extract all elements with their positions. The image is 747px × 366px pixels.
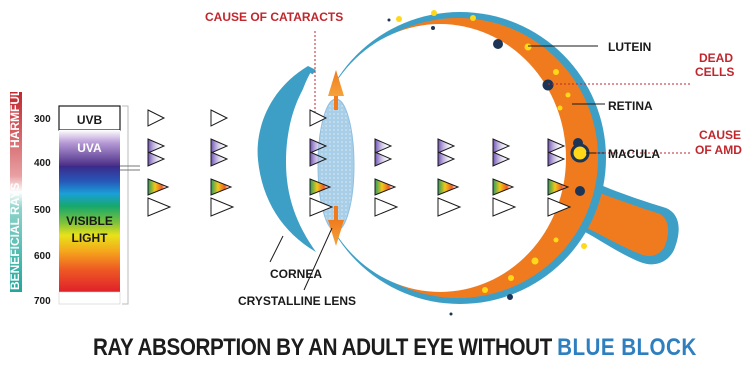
tick-700: 700	[34, 296, 51, 307]
spectrum-column: UVB UVA VISIBLE LIGHT	[59, 106, 140, 304]
tick-500: 500	[34, 205, 51, 216]
tick-400: 400	[34, 158, 51, 169]
visible-label-line2: LIGHT	[72, 231, 109, 245]
amd-label-line1: CAUSE	[699, 128, 741, 142]
ray-triangle	[148, 139, 164, 153]
ray-triangle	[148, 110, 164, 126]
ray-triangle	[148, 152, 164, 166]
title-emphasis: WITHOUT	[459, 334, 552, 361]
ray-type-bar: HARMFUL RAYS BENEFICIAL RAYS	[8, 53, 22, 292]
visible-light-band	[59, 166, 120, 292]
ray-triangle	[211, 110, 227, 126]
macula-spot	[572, 145, 588, 161]
cataracts-label: CAUSE OF CATARACTS	[205, 10, 343, 24]
uva-label: UVA	[77, 141, 102, 155]
ray-triangle	[211, 139, 227, 153]
tick-300: 300	[34, 114, 51, 125]
page-title: RAY ABSORPTION BY AN ADULT EYE WITHOUT B…	[93, 334, 656, 366]
beneficial-rays-label: BENEFICIAL RAYS	[8, 183, 22, 290]
brand-name: BLUE BLOCK	[557, 334, 697, 361]
ray-triangle	[211, 179, 231, 195]
harmful-rays-label: HARMFUL RAYS	[8, 53, 22, 148]
cornea-shape	[258, 66, 316, 252]
lutein-label: LUTEIN	[608, 40, 651, 54]
dead-cells-label-line1: DEAD	[699, 51, 733, 65]
macula-label: MACULA	[608, 147, 660, 161]
ray-triangle	[211, 152, 227, 166]
spectrum-bracket	[122, 106, 128, 304]
wavelength-scale: 300 400 500 600 700	[34, 114, 51, 307]
spectrum-divider	[120, 166, 140, 170]
tick-600: 600	[34, 251, 51, 262]
amd-label-line2: OF AMD	[695, 143, 742, 157]
infrared-band	[59, 292, 120, 304]
uvb-label: UVB	[77, 113, 103, 127]
title-main: RAY ABSORPTION BY AN ADULT EYE	[93, 334, 453, 361]
ray-triangle	[148, 179, 168, 195]
ray-triangle	[148, 198, 170, 216]
dead-cells-label-line2: CELLS	[695, 65, 734, 79]
cornea-label: CORNEA	[270, 267, 322, 281]
ray-triangle	[211, 198, 233, 216]
retina-label: RETINA	[608, 99, 653, 113]
visible-label-line1: VISIBLE	[66, 214, 113, 228]
crystalline-lens-label: CRYSTALLINE LENS	[238, 294, 356, 308]
